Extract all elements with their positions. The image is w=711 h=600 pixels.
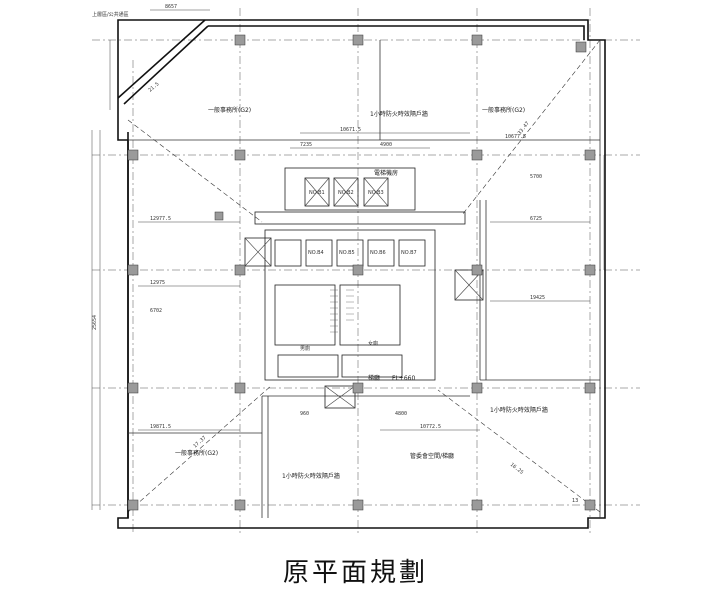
dim-text: 5700 bbox=[530, 174, 542, 180]
elevator-label: NO.B6 bbox=[370, 250, 386, 256]
dim-text: 19425 bbox=[530, 295, 545, 301]
dim-text: 6702 bbox=[150, 308, 162, 314]
small-label: 13 bbox=[572, 498, 578, 504]
stair-hatching bbox=[330, 289, 354, 333]
core-cross-marks bbox=[244, 177, 484, 409]
elevator-label: NO.B2 bbox=[338, 190, 354, 196]
office-ne-label: 一般事務所(G2) bbox=[482, 106, 525, 114]
dim-text: 4800 bbox=[395, 411, 407, 417]
elevator-label: NO.B4 bbox=[308, 250, 324, 256]
elevator-label: NO.B7 bbox=[401, 250, 417, 256]
firewall-right-label: 1小時防火時效隔戶牆 bbox=[490, 406, 548, 414]
dimension-lines bbox=[91, 9, 605, 510]
level-label: FL+660 bbox=[392, 375, 415, 382]
dim-text: 19871.5 bbox=[150, 424, 171, 430]
dim-text: 10677.5 bbox=[505, 134, 526, 140]
dim-text: 4900 bbox=[380, 142, 392, 148]
dim-text: 17.37 bbox=[192, 435, 207, 450]
plan-caption: 原平面規劃 bbox=[282, 558, 428, 588]
office-nw-label: 一般事務所(G2) bbox=[208, 106, 251, 114]
dim-text: 6725 bbox=[530, 216, 542, 222]
elevator-label: NO.B3 bbox=[368, 190, 384, 196]
dim-text: 7235 bbox=[300, 142, 312, 148]
dim-text: 21.5 bbox=[147, 81, 160, 93]
mgmt-label: 管委會空間/梯廳 bbox=[410, 452, 454, 460]
office-sw-label: 一般事務所(G2) bbox=[175, 449, 218, 457]
dim-text: 12975 bbox=[150, 280, 165, 286]
axis-grid bbox=[92, 8, 640, 535]
firewall-bottom-label: 1小時防火時效隔戶牆 bbox=[282, 472, 340, 480]
building-core bbox=[244, 167, 484, 409]
columns bbox=[127, 34, 596, 511]
floor-plan: 上層區/公共通區 一般事務所(G2) 一般事務所(G2) 一般事務所(G2) 1… bbox=[91, 4, 640, 535]
lobby-label: 梯廳 bbox=[368, 374, 380, 382]
equipment-room-label: 電梯機房 bbox=[374, 169, 398, 177]
elevator-label: NO.B5 bbox=[339, 250, 355, 256]
dim-text: 10671.5 bbox=[340, 127, 361, 133]
dim-text: 16.25 bbox=[509, 462, 525, 476]
male-wc-label: 男廁 bbox=[300, 345, 310, 352]
dim-text: 960 bbox=[300, 411, 309, 417]
elevator-label: NO.B1 bbox=[309, 190, 325, 196]
dim-text: 12977.5 bbox=[150, 216, 171, 222]
top-left-note: 上層區/公共通區 bbox=[92, 11, 129, 18]
female-wc-label: 女廁 bbox=[368, 340, 378, 347]
diagonal-lines bbox=[127, 39, 601, 513]
dim-text: 8657 bbox=[165, 4, 177, 10]
dim-text: 10772.5 bbox=[420, 424, 441, 430]
partition-walls bbox=[128, 40, 601, 518]
dim-text: 25654 bbox=[92, 315, 98, 330]
firewall-top-label: 1小時防火時效隔戶牆 bbox=[370, 110, 428, 118]
